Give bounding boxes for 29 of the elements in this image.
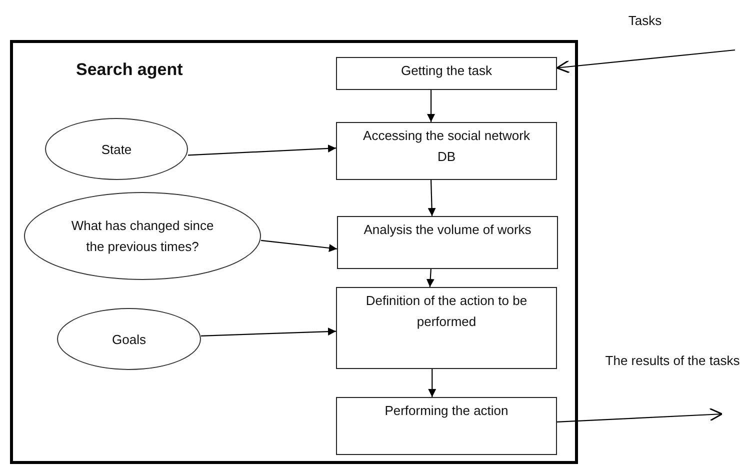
ellipse-label: Goals [112,330,146,348]
arrow [200,328,336,336]
annotation-text: Tasks [627,12,663,30]
ellipse-label: What has changed since the previous times? [70,217,215,256]
arrow [428,180,436,216]
arrow [188,144,336,156]
agent-container [10,40,578,464]
arrow [428,369,436,397]
ellipse-node [57,308,201,370]
annotation-text: The results of the tasks [605,352,740,370]
process-box [336,397,557,455]
arrow [556,49,736,74]
box-label: Getting the task [400,62,492,80]
arrow [260,240,338,252]
arrow [427,90,436,122]
ellipse-node [24,192,261,280]
box-label: Definition of the action to be performed [364,292,528,331]
process-box [336,287,557,369]
box-label: Performing the action [384,402,508,420]
process-box [336,122,557,180]
container-title: Search agent [76,59,183,80]
process-box [336,57,557,90]
box-label: Accessing the social network DB [362,127,531,166]
box-label: Analysis the volume of works [364,221,532,239]
ellipse-label: State [101,140,132,158]
arrow [426,268,434,288]
arrow [556,408,723,422]
ellipse-node [45,118,188,180]
process-box [337,216,558,269]
